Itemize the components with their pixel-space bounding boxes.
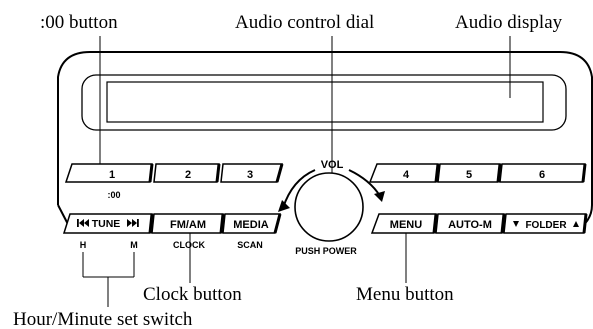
minute-label: M [130, 240, 138, 250]
display-callout: Audio display [455, 12, 563, 33]
display-outer [81, 74, 567, 131]
preset-1-shadow [148, 163, 154, 183]
menu-label: MENU [390, 219, 422, 231]
hour-button-callout: :00 button [40, 12, 118, 33]
clock-sub-label: CLOCK [173, 240, 205, 250]
hour-label: H [80, 240, 87, 250]
unit-frame [57, 51, 593, 233]
preset-4-label: 4 [403, 169, 410, 181]
audio-control-dial[interactable] [294, 172, 364, 242]
folder-shadow [582, 213, 588, 234]
fm-am-label: FM/AM [170, 219, 206, 231]
scan-sub-label: SCAN [237, 240, 263, 250]
fm-am-shadow [219, 213, 225, 234]
preset-2-label: 2 [185, 169, 191, 181]
media-shadow [273, 213, 282, 234]
tune-shadow [148, 213, 154, 234]
folder-label: FOLDER [525, 220, 567, 231]
preset-4-shadow [434, 163, 440, 183]
preset-2-shadow [215, 163, 221, 183]
audio-display [106, 81, 544, 123]
vol-up-arrow-icon [374, 191, 385, 202]
preset-3-shadow [275, 163, 284, 183]
vol-label: VOL [321, 159, 344, 171]
media-label: MEDIA [233, 219, 269, 231]
preset-5-label: 5 [466, 169, 472, 181]
dial-callout: Audio control dial [235, 12, 374, 33]
tune-label: TUNE [92, 218, 121, 230]
folder-up-icon [573, 221, 579, 227]
clock-callout: Clock button [143, 284, 242, 305]
auto-m-label: AUTO-M [448, 219, 492, 231]
vol-down-arrow-icon [278, 200, 290, 212]
preset-1-label: 1 [109, 169, 115, 181]
preset-3-label: 3 [247, 169, 253, 181]
skip-forward-icon [127, 219, 139, 227]
hour-minute-callout: Hour/Minute set switch [13, 309, 193, 329]
menu-shadow [432, 213, 438, 234]
push-power-label: PUSH POWER [295, 246, 357, 256]
preset-1-sub-label: :00 [107, 190, 120, 200]
preset-5-shadow [496, 163, 502, 183]
folder-down-icon [513, 221, 519, 227]
preset-6-label: 6 [539, 169, 545, 181]
skip-back-icon [77, 219, 89, 227]
menu-callout: Menu button [356, 284, 454, 305]
preset-6-shadow [581, 163, 587, 183]
auto-m-shadow [500, 213, 506, 234]
